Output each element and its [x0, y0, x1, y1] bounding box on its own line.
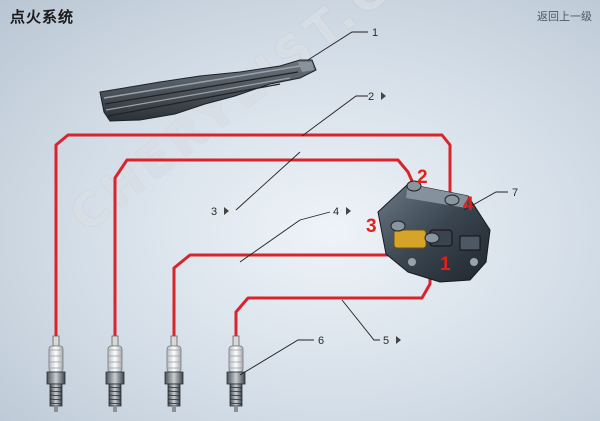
wire-cyl-3-to-3: [172, 227, 402, 342]
wire-cyl-1-to-4: [54, 133, 452, 338]
callout-labels: 1 2 3 4 5 6 7: [211, 27, 518, 347]
terminal-4: 4: [463, 194, 474, 215]
page-title: 点火系统: [10, 8, 75, 26]
wire-cyl-2-to-2: [113, 158, 418, 342]
harness-cover: [99, 59, 317, 122]
callout-5-arrow-icon: [396, 336, 401, 344]
terminal-2: 2: [417, 167, 428, 188]
leader-5: [341, 299, 380, 341]
callout-3: 3: [211, 206, 217, 218]
spark-plug-1: [46, 335, 66, 412]
leader-1: [307, 31, 368, 61]
terminal-numbers: 1 2 3 4: [366, 167, 474, 275]
ignition-coil-pack: [377, 180, 491, 283]
callout-2-arrow-icon: [381, 92, 386, 100]
terminal-3: 3: [366, 216, 377, 237]
callout-4: 4: [333, 206, 339, 218]
leader-6: [239, 339, 314, 376]
leader-4b: [239, 219, 301, 263]
callout-1: 1: [372, 27, 378, 39]
callout-7: 7: [512, 187, 518, 199]
back-button[interactable]: 返回上一级: [537, 10, 592, 23]
terminal-1: 1: [440, 254, 451, 275]
leader-4a: [299, 211, 331, 221]
leader-2: [301, 95, 368, 137]
leader-3: [235, 151, 301, 211]
callout-4-arrow-icon: [346, 207, 351, 215]
leader-7: [463, 191, 508, 211]
leader-lines: [235, 31, 508, 376]
spark-plug-2: [105, 335, 125, 412]
callout-3-arrow-icon: [224, 207, 229, 215]
callout-6: 6: [318, 335, 324, 347]
callout-2: 2: [368, 91, 374, 103]
callout-5: 5: [383, 335, 389, 347]
spark-plug-3: [164, 335, 184, 412]
spark-plugs: [46, 335, 246, 412]
